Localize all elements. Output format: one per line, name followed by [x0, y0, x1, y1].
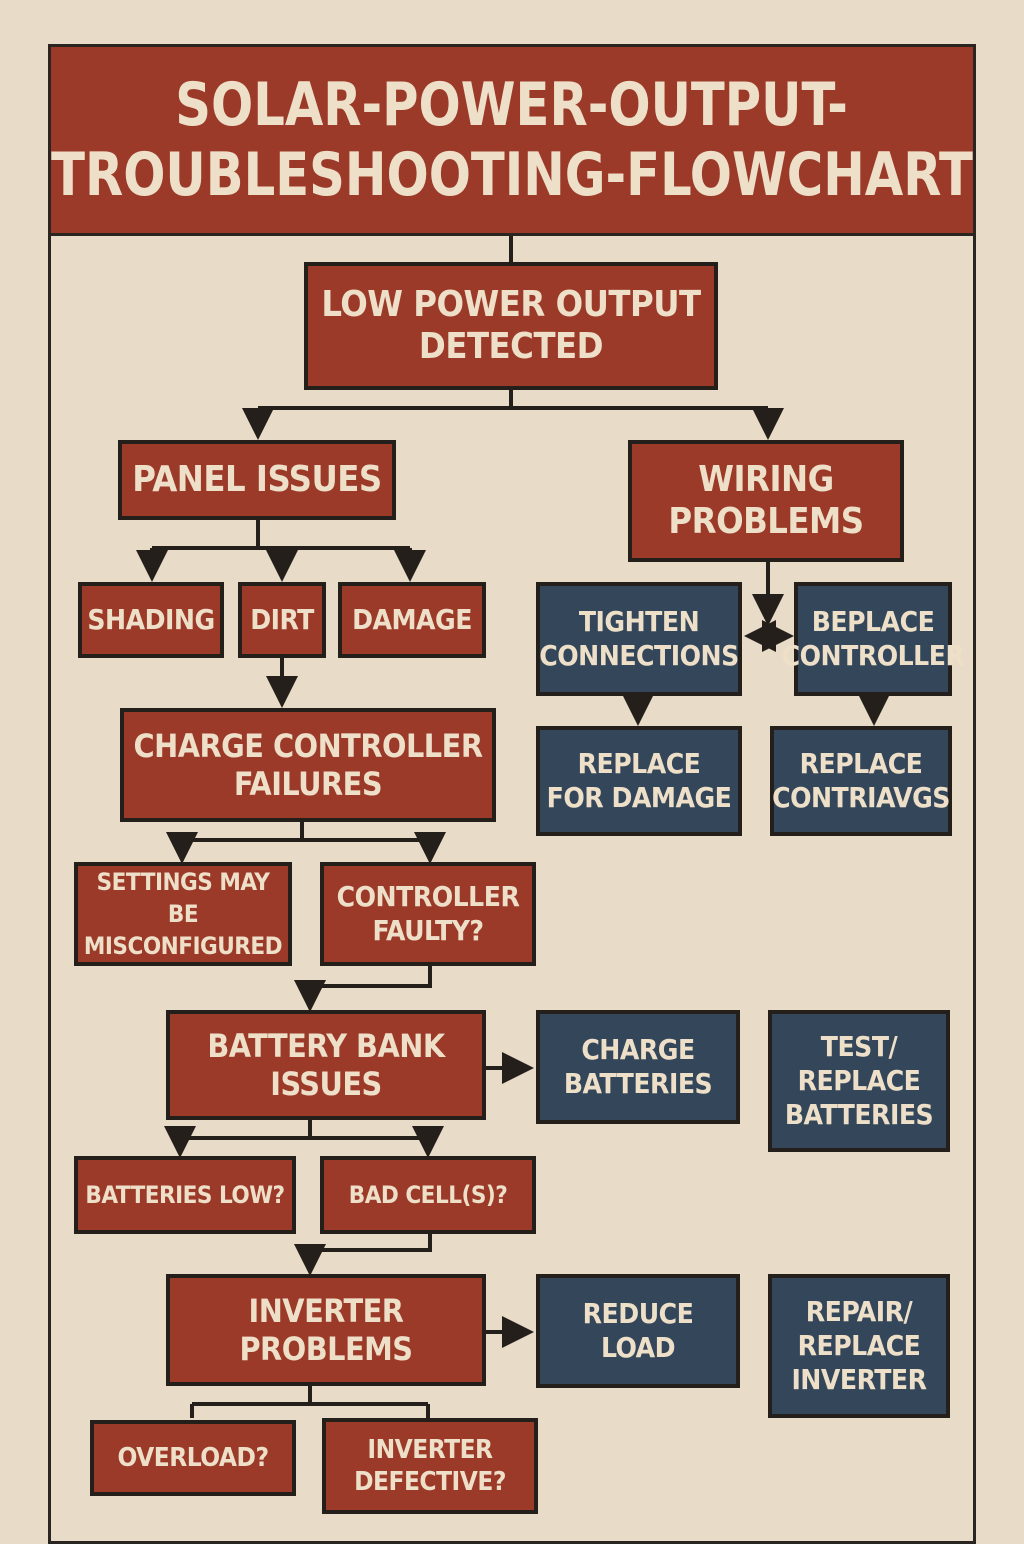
- node-test-replace-batteries: TEST/ REPLACE BATTERIES: [768, 1010, 950, 1152]
- node-repair-replace-inverter: REPAIR/ REPLACE INVERTER: [768, 1274, 950, 1418]
- arrow-cells-to-inverter: [294, 1234, 432, 1276]
- title-line-1: SOLAR-POWER-OUTPUT-: [175, 70, 849, 140]
- node-shading: SHADING: [78, 582, 224, 658]
- connector-battery-split: [180, 1120, 428, 1140]
- node-panel-issues: PANEL ISSUES: [118, 440, 396, 520]
- node-bad-cells: BAD CELL(S)?: [320, 1156, 536, 1234]
- node-charge-batteries: CHARGE BATTERIES: [536, 1010, 740, 1124]
- node-overload: OVERLOAD?: [90, 1420, 296, 1496]
- connector-controller-split: [182, 822, 430, 842]
- node-wiring-problems: WIRING PROBLEMS: [628, 440, 904, 562]
- node-replace-contriavgs: REPLACE CONTRIAVGS: [770, 726, 952, 836]
- title-line-2: TROUBLESHOOTING-FLOWCHART: [51, 140, 973, 210]
- node-inverter-defective: INVERTER DEFECTIVE?: [322, 1418, 538, 1514]
- connector-panel-split: [152, 520, 410, 550]
- node-controller-faulty: CONTROLLER FAULTY?: [320, 862, 536, 966]
- node-low-power-output: LOW POWER OUTPUT DETECTED: [304, 262, 718, 390]
- node-reduce-load: REDUCE LOAD: [536, 1274, 740, 1388]
- node-batteries-low: BATTERIES LOW?: [74, 1156, 296, 1234]
- node-settings-misconfigured: SETTINGS MAY BE MISCONFIGURED: [74, 862, 292, 966]
- node-tighten-connections: TIGHTEN CONNECTIONS: [536, 582, 742, 696]
- node-replace-for-damage: REPLACE FOR DAMAGE: [536, 726, 742, 836]
- node-dirt: DIRT: [238, 582, 326, 658]
- arrow-faulty-to-battery: [294, 966, 432, 1012]
- node-charge-controller-failures: CHARGE CONTROLLER FAILURES: [120, 708, 496, 822]
- title-banner: SOLAR-POWER-OUTPUT- TROUBLESHOOTING-FLOW…: [48, 44, 976, 236]
- node-inverter-problems: INVERTER PROBLEMS: [166, 1274, 486, 1386]
- connector-lowpower-split: [258, 388, 768, 410]
- connector-inverter-split: [190, 1386, 430, 1418]
- node-damage: DAMAGE: [338, 582, 486, 658]
- node-battery-bank-issues: BATTERY BANK ISSUES: [166, 1010, 486, 1120]
- node-beplace-controller: BEPLACE CONTROLLER: [782, 582, 965, 696]
